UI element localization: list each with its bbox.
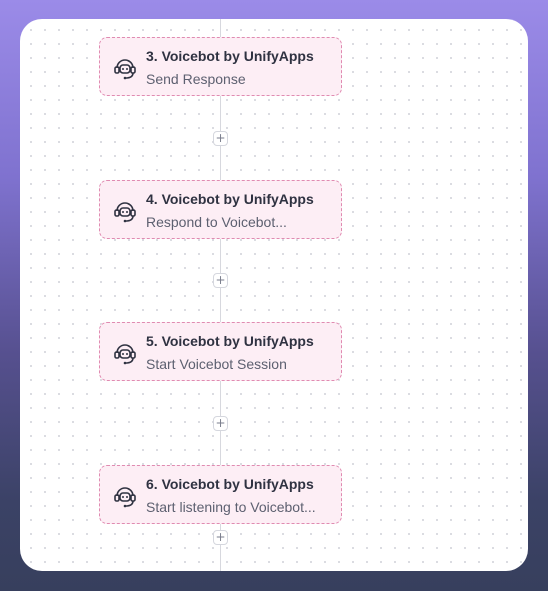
step-title: 5. Voicebot by UnifyApps [146,333,314,349]
step-subtitle: Send Response [146,71,246,87]
add-step-button[interactable]: + [213,273,228,288]
workflow-canvas: 3. Voicebot by UnifyApps Send Response +… [20,19,528,571]
workflow-step-6-card[interactable]: 6. Voicebot by UnifyApps Start listening… [99,465,342,524]
headset-bot-icon [114,59,136,80]
flow-connector-line [220,19,221,571]
step-title: 4. Voicebot by UnifyApps [146,191,314,207]
step-title: 6. Voicebot by UnifyApps [146,476,314,492]
workflow-step-4-card[interactable]: 4. Voicebot by UnifyApps Respond to Voic… [99,180,342,239]
step-subtitle: Start Voicebot Session [146,356,287,372]
add-step-button[interactable]: + [213,530,228,545]
step-subtitle: Respond to Voicebot... [146,214,287,230]
add-step-button[interactable]: + [213,416,228,431]
step-title: 3. Voicebot by UnifyApps [146,48,314,64]
step-subtitle: Start listening to Voicebot... [146,499,316,515]
headset-bot-icon [114,344,136,365]
headset-bot-icon [114,202,136,223]
workflow-step-5-card[interactable]: 5. Voicebot by UnifyApps Start Voicebot … [99,322,342,381]
workflow-step-3-card[interactable]: 3. Voicebot by UnifyApps Send Response [99,37,342,96]
headset-bot-icon [114,487,136,508]
add-step-button[interactable]: + [213,131,228,146]
